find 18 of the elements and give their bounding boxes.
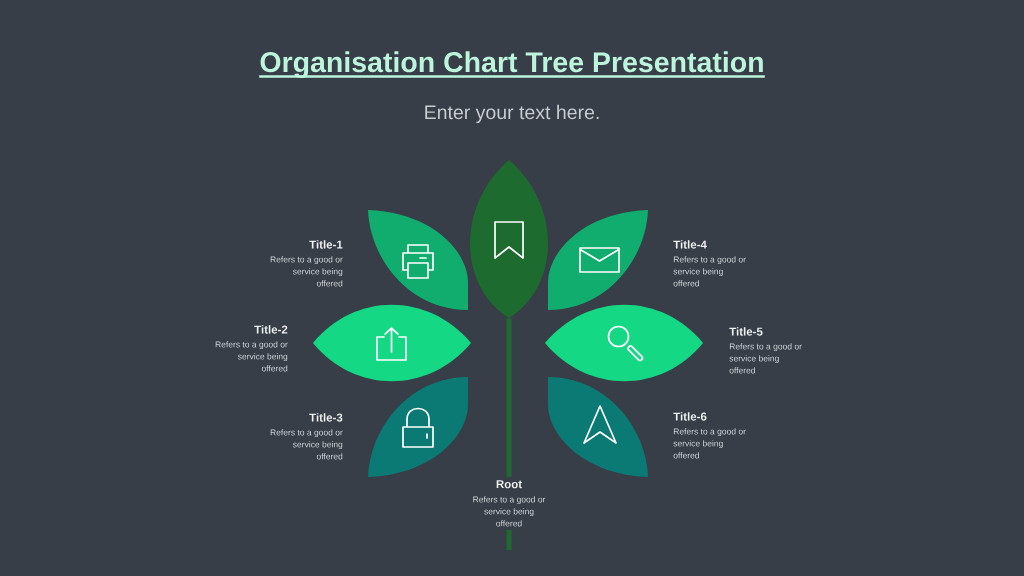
- title-text: Title-1: [309, 240, 343, 249]
- subtitle: Enter your text here.: [425, 104, 599, 124]
- title-text: Title-3: [309, 413, 343, 422]
- title-text: Title-4: [673, 240, 707, 249]
- stem-line: [506, 318, 512, 477]
- description-text: Refers to a good or service being offered: [270, 429, 343, 460]
- description-text: Refers to a good or service being offered: [673, 256, 746, 287]
- title-text: Root: [496, 480, 522, 489]
- title-text: Title-6: [673, 412, 707, 421]
- description-text: Refers to a good or service being offered: [270, 256, 343, 287]
- stem-line: [506, 529, 512, 550]
- description-text: Refers to a good or service being offered: [729, 343, 802, 374]
- description-text: Refers to a good or service being offered: [673, 428, 746, 459]
- description-text: Refers to a good or service being offered: [215, 341, 288, 372]
- description-text: Refers to a good or service being offered: [473, 496, 546, 527]
- title: Organisation Chart Tree Presentation: [259, 51, 765, 79]
- title-text: Title-2: [254, 325, 288, 334]
- title-text: Title-5: [729, 327, 763, 336]
